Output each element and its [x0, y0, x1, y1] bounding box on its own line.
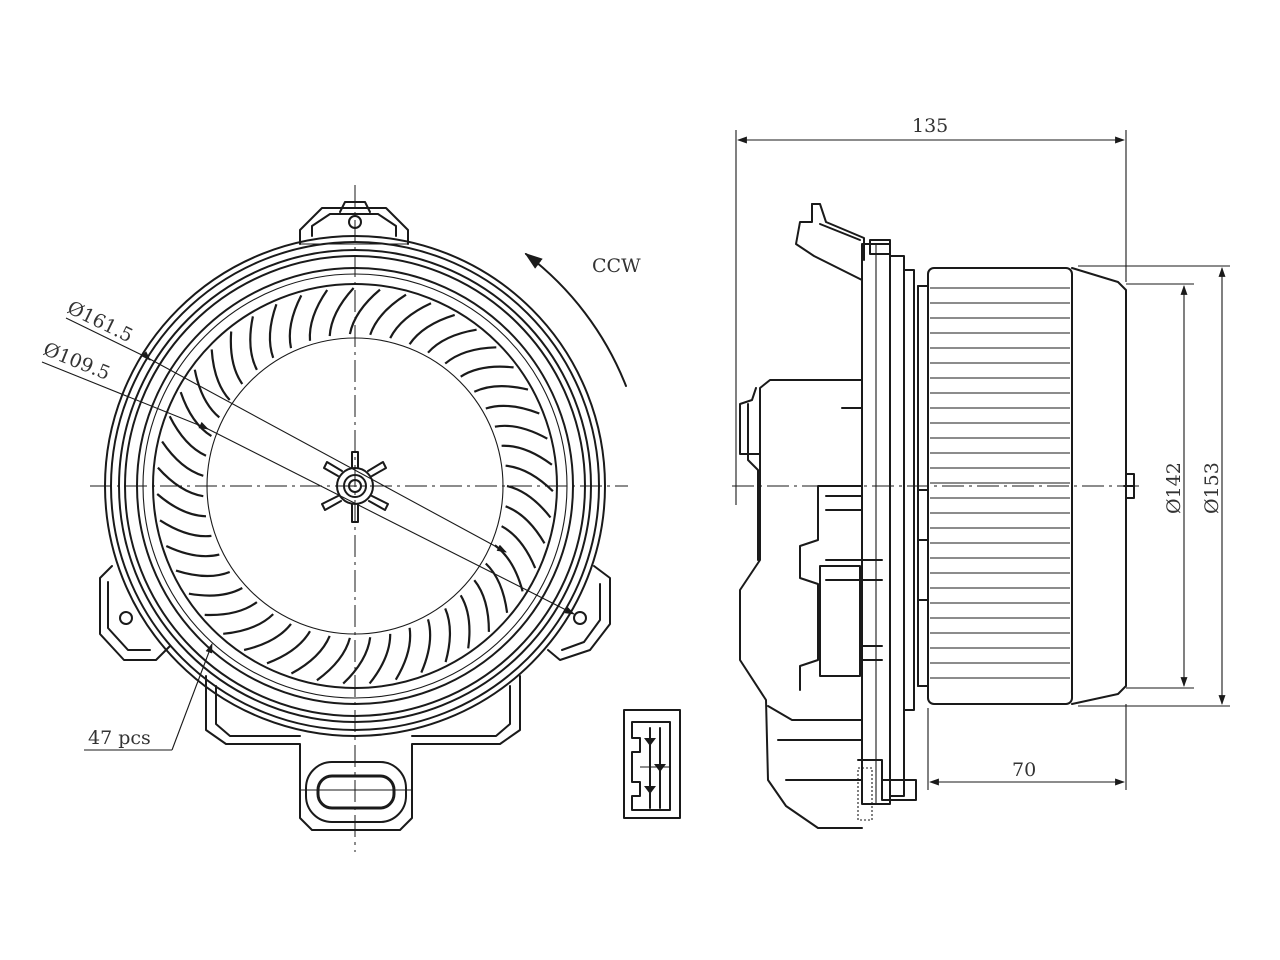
fan-blade [506, 484, 552, 519]
fan-blade [459, 594, 471, 649]
flange-plate [861, 239, 915, 805]
fan-blade [308, 289, 329, 341]
diameter-leaders [41, 317, 575, 615]
side-view: 135 [732, 115, 1230, 829]
fan-blade [473, 385, 529, 393]
fan-blade [485, 562, 509, 613]
fan-blade [342, 637, 372, 685]
fan-blade [420, 618, 432, 674]
housing-diameter-dimension [1078, 265, 1230, 707]
fan-blade [444, 607, 452, 663]
right-mounting-tab [547, 565, 611, 661]
fan-blade [161, 440, 204, 477]
fan-blade [316, 637, 351, 682]
fan-blade [188, 587, 243, 597]
fan-blade [408, 313, 456, 345]
fan-blade [368, 633, 392, 685]
front-view: CCW Ø161.5 Ø109.5 47 pcs [40, 185, 641, 852]
fan-blade [501, 444, 553, 466]
fan-blade [175, 569, 231, 578]
motor-body [739, 379, 917, 829]
bottom-housing [205, 675, 521, 831]
wheel-diameter-label: Ø142 [1163, 462, 1185, 514]
fan-blade [210, 349, 231, 401]
fan-blade [156, 493, 207, 518]
wheel-length-dimension [927, 704, 1127, 790]
fan-blade [243, 623, 292, 652]
top-mounting-tab [299, 201, 409, 245]
side-mounting-tab [795, 203, 865, 281]
fan-blade [290, 635, 331, 675]
inner-diameter-label: Ø109.5 [40, 338, 113, 385]
fan-blade [348, 288, 381, 335]
fan-blade [165, 545, 220, 558]
fan-blade [179, 391, 212, 438]
fan-blade [249, 316, 258, 371]
fan-blade [473, 579, 491, 632]
drum-ribs [930, 287, 1070, 679]
wheel-diameter-dimension [1126, 283, 1194, 689]
rotation-label: CCW [592, 255, 641, 277]
fan-blade [389, 302, 432, 339]
electrical-connector [623, 709, 681, 819]
fan-blade [168, 415, 207, 457]
total-length-label: 135 [912, 115, 948, 137]
fan-blade [494, 424, 548, 440]
fan-blade [193, 369, 221, 419]
wheel-length-label: 70 [1012, 759, 1036, 781]
fan-blade [266, 630, 311, 665]
fan-blade [444, 346, 497, 365]
fan-blade [157, 466, 204, 498]
fan-blade [223, 613, 274, 635]
fan-blade [460, 365, 514, 378]
fan-blade [229, 331, 244, 385]
fan-blade [159, 519, 212, 538]
fan-blade [427, 328, 477, 354]
fan-blade [394, 627, 412, 681]
rotation-arrow [524, 252, 627, 387]
fan-blade [485, 404, 540, 415]
fan-blade [268, 303, 278, 359]
blade-count-leader [84, 643, 213, 751]
wheel-drum [917, 267, 1135, 705]
fan-blade [204, 601, 258, 617]
fan-blade [328, 287, 355, 337]
housing-diameter-label: Ø153 [1201, 462, 1223, 514]
fan-blade [288, 294, 303, 349]
total-length-dimension [735, 130, 1127, 505]
blade-count-label: 47 pcs [88, 727, 151, 749]
fan-blade [505, 464, 554, 492]
fan-blade [501, 525, 537, 569]
fan-blade [369, 293, 407, 336]
left-mounting-tab [99, 565, 171, 661]
fan-blade [505, 505, 546, 544]
